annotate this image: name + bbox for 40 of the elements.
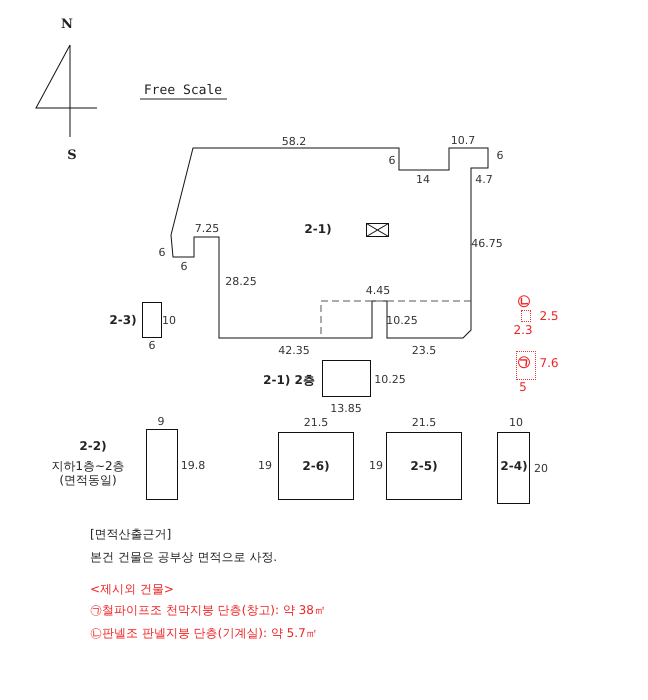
dimension-label: 7.6 [539,357,559,369]
dimension-label: 10.25 [386,314,418,326]
scale-note: Free Scale [144,84,222,96]
annex-marker: ㉠ [518,355,530,371]
dimension-label: 2.3 [513,324,533,336]
building-label: 2-6) [302,458,330,474]
dimension-label: 2.5 [539,310,559,322]
dimension-label: 6 [388,154,396,166]
dimension-label: 6 [180,260,188,272]
dimension-label: 4.7 [475,174,493,184]
dimension-label: 19.8 [180,460,206,470]
dimension-label: 13.85 [330,402,362,414]
dimension-label: 4.45 [366,284,390,296]
dimension-label: 19 [369,460,383,470]
compass-letter: S [67,148,77,164]
building-label: 2-4) [500,458,528,474]
floor-note: 지하1층~2층 (면적동일) [50,458,126,488]
building-label: 2-1) 2층 [263,372,315,388]
dimension-label: 21.5 [304,416,328,428]
note-text: ㉠철파이프조 천막지붕 단층(창고): 약 38㎡ [90,604,326,616]
dimension-label: 10 [162,314,176,326]
dimension-label: 6 [148,340,156,350]
annex-marker: ㉡ [518,294,530,310]
dimension-label: 14 [416,174,430,184]
dimension-label: 42.35 [278,344,310,356]
dimension-label: 7.25 [194,222,220,234]
building-label: 2-3) [109,312,137,328]
compass-letter: N [61,17,73,33]
note-text: [면적산출근거] [90,528,172,540]
note-text: 본건 건물은 공부상 면적으로 사정. [90,551,278,563]
dimension-label: 10.7 [450,134,476,146]
note-text: ㉡판넬조 판넬지붕 단층(기계실): 약 5.7㎡ [90,627,318,639]
dimension-label: 28.25 [225,276,257,286]
dimension-label: 10.25 [374,374,406,384]
building-label: 2-5) [410,458,438,474]
note-text: <제시외 건물> [90,583,174,595]
building-label: 2-1) [304,222,332,236]
building-label: 2-2) [79,438,107,454]
dimension-label: 5 [519,381,527,393]
dimension-label: 46.75 [471,238,503,248]
